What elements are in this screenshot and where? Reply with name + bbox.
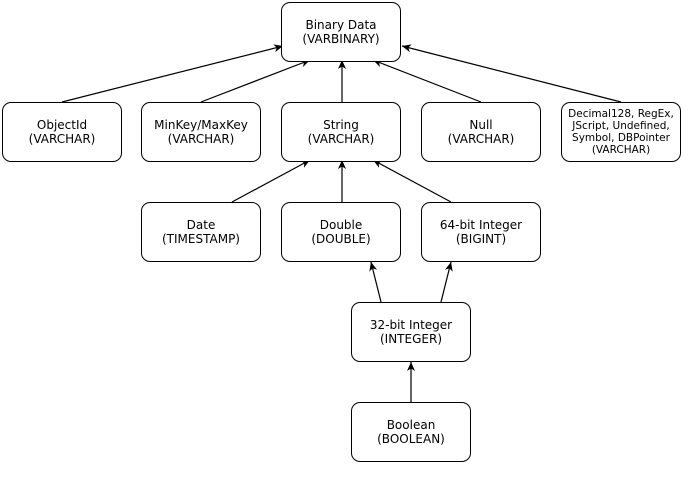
node-title: Double <box>319 218 363 232</box>
node-title: Date <box>186 218 216 232</box>
node-title: MinKey/MaxKey <box>154 118 248 132</box>
edge-objectid-to-binary <box>61 44 284 103</box>
node-sql-type: (DOUBLE) <box>311 232 371 246</box>
edge-bigint-to-string <box>372 159 452 203</box>
edge-minmax-to-binary <box>200 59 311 103</box>
edge-date-to-string <box>231 159 311 203</box>
node-sql-type: (VARCHAR) <box>307 132 375 146</box>
edge-int32-to-double <box>369 261 382 303</box>
node-title: String <box>323 118 359 132</box>
node-boolean: Boolean (BOOLEAN) <box>351 402 471 462</box>
node-title: Null <box>469 118 493 132</box>
node-objectid: ObjectId (VARCHAR) <box>2 102 122 162</box>
node-64-bit-integer: 64-bit Integer (BIGINT) <box>421 202 541 262</box>
node-string: String (VARCHAR) <box>281 102 401 162</box>
node-title-line: JScript, Undefined, <box>572 120 670 132</box>
node-title: 32-bit Integer <box>369 318 453 332</box>
node-title-line: Decimal128, RegEx, <box>568 108 674 120</box>
node-title: ObjectId <box>36 118 88 132</box>
edge-null-to-binary <box>372 59 482 103</box>
node-sql-type: (VARCHAR) <box>28 132 96 146</box>
node-sql-type: (VARCHAR) <box>447 132 515 146</box>
edge-int32-to-bigint <box>440 261 453 303</box>
node-minkey-maxkey: MinKey/MaxKey (VARCHAR) <box>141 102 261 162</box>
node-date: Date (TIMESTAMP) <box>141 202 261 262</box>
node-sql-type: (VARBINARY) <box>302 32 380 46</box>
node-title-line: Symbol, DBPointer <box>572 132 670 144</box>
edge-misc-to-binary <box>401 44 622 103</box>
node-title: Binary Data <box>305 18 377 32</box>
node-double: Double (DOUBLE) <box>281 202 401 262</box>
node-null: Null (VARCHAR) <box>421 102 541 162</box>
node-sql-type: (BOOLEAN) <box>377 432 445 446</box>
node-sql-type: (INTEGER) <box>379 332 442 346</box>
node-sql-type: (VARCHAR) <box>591 144 651 156</box>
node-32-bit-integer: 32-bit Integer (INTEGER) <box>351 302 471 362</box>
node-title: 64-bit Integer <box>439 218 523 232</box>
node-sql-type: (VARCHAR) <box>167 132 235 146</box>
node-title: Boolean <box>386 418 436 432</box>
node-sql-type: (TIMESTAMP) <box>162 232 240 246</box>
node-misc-types: Decimal128, RegEx, JScript, Undefined, S… <box>561 102 681 162</box>
node-binary-data: Binary Data (VARBINARY) <box>281 2 401 62</box>
node-sql-type: (BIGINT) <box>455 232 507 246</box>
